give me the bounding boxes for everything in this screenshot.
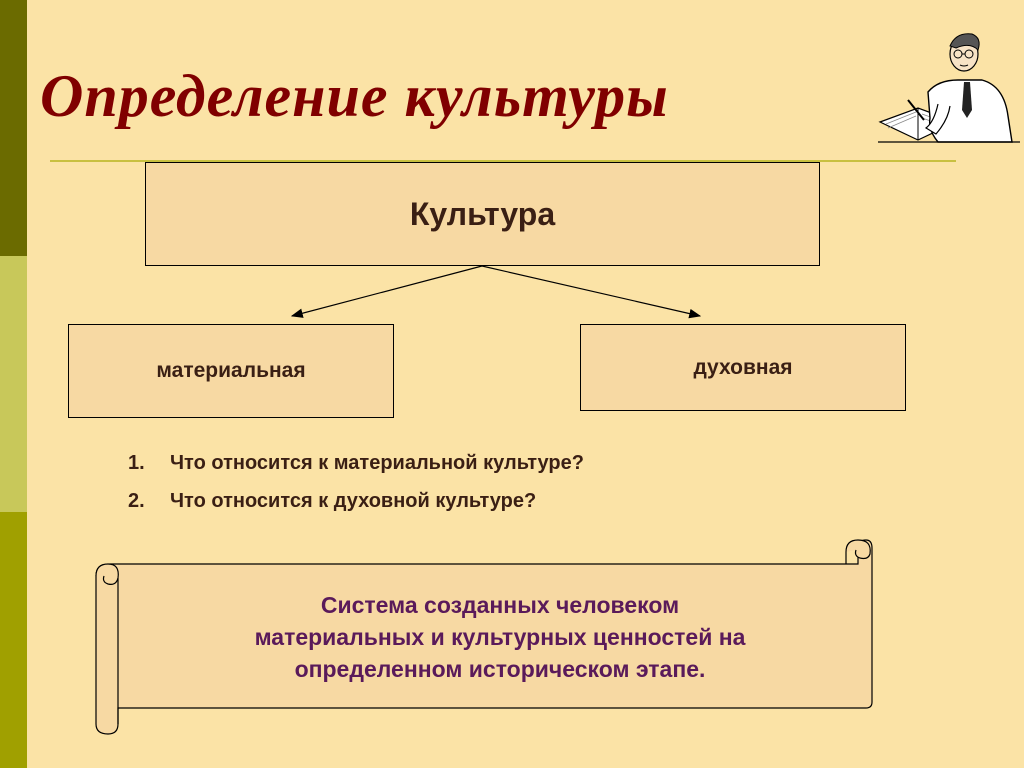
slide-title: Определение культуры xyxy=(40,63,669,129)
question-item: 1. Что относится к материальной культуре… xyxy=(128,452,584,475)
diagram-spiritual-box: духовная xyxy=(580,324,906,411)
question-text: Что относится к материальной культуре? xyxy=(170,452,584,474)
question-text: Что относится к духовной культуре? xyxy=(170,490,537,512)
side-bar-bottom xyxy=(0,512,27,768)
diagram-material-label: материальная xyxy=(156,359,306,382)
side-bar-top xyxy=(0,0,27,256)
definition-line: материальных и культурных ценностей на xyxy=(254,624,746,650)
diagram-material-box: материальная xyxy=(68,324,394,418)
definition-line: определенном историческом этапе. xyxy=(294,656,706,682)
question-number: 1. xyxy=(128,452,145,474)
side-bar-middle xyxy=(0,256,27,512)
definition-text: Система созданных человеком материальных… xyxy=(170,589,830,685)
writing-man-illustration xyxy=(878,33,1020,143)
arrow-to-material xyxy=(290,265,483,318)
question-item: 2. Что относится к духовной культуре? xyxy=(128,490,584,513)
arrow-to-spiritual xyxy=(481,265,702,319)
question-list: 1. Что относится к материальной культуре… xyxy=(128,452,584,528)
diagram-root-label: Культура xyxy=(409,195,556,232)
title-rule xyxy=(50,160,956,162)
diagram-root-box: Культура xyxy=(145,162,820,266)
question-number: 2. xyxy=(128,490,145,512)
definition-line: Система созданных человеком xyxy=(320,592,680,618)
diagram-spiritual-label: духовная xyxy=(693,355,793,379)
